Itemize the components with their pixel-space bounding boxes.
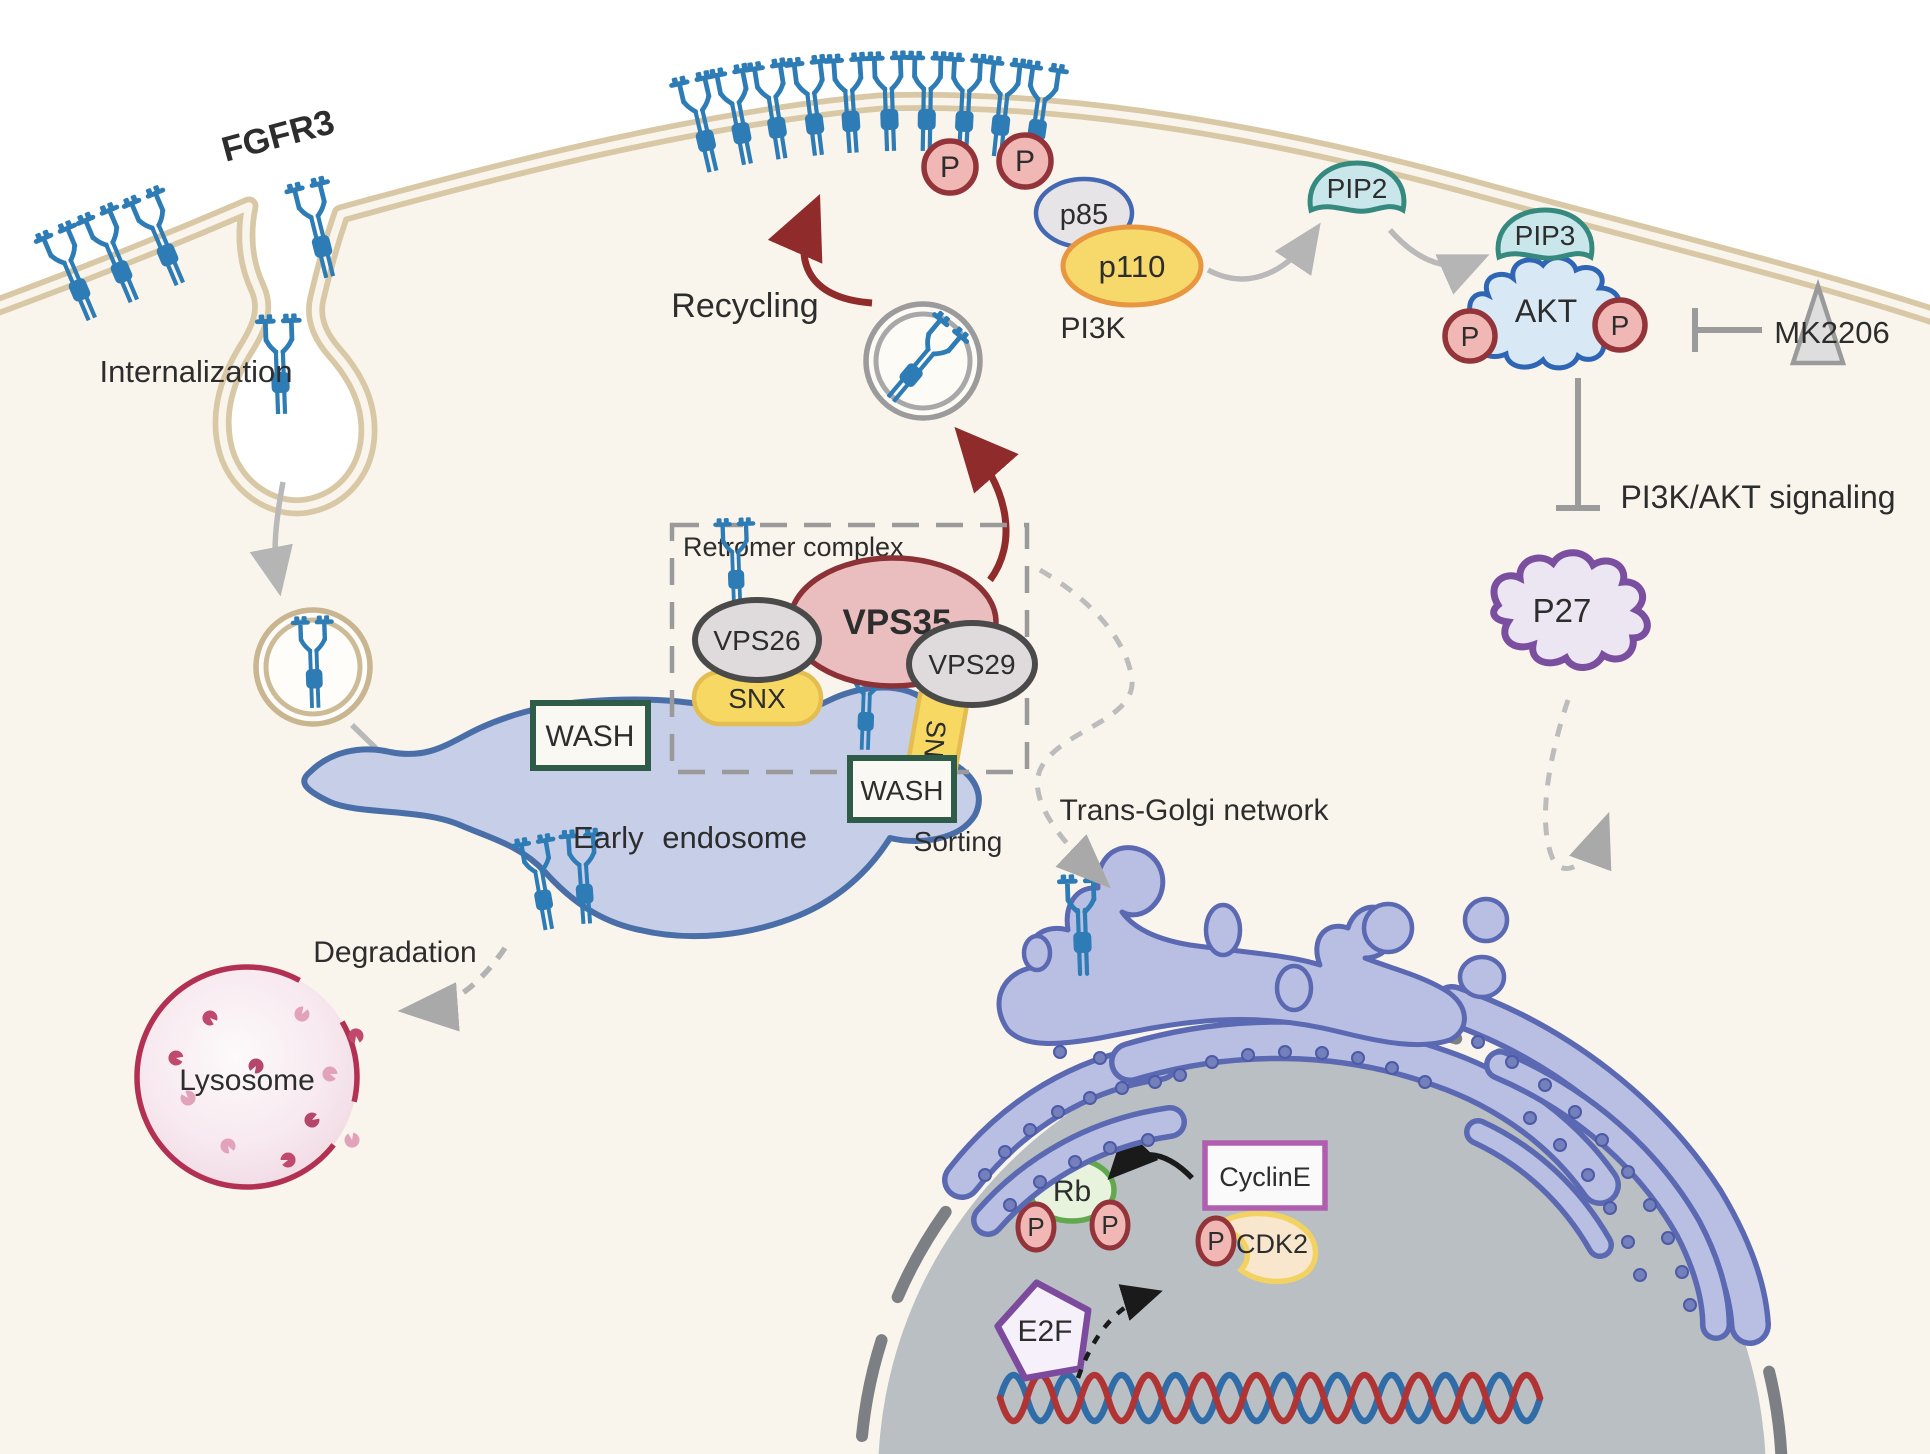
svg-text:P: P bbox=[1611, 310, 1630, 341]
akt-phospho-badges: P P bbox=[1442, 297, 1648, 364]
p85-label: p85 bbox=[1060, 199, 1108, 231]
plasma-membrane bbox=[0, 91, 1930, 517]
degradation-label: Degradation bbox=[313, 936, 476, 969]
recycling-arrow bbox=[767, 193, 873, 307]
pip2-to-pip3-arrow bbox=[1387, 228, 1490, 295]
pip2-label: PIP2 bbox=[1327, 173, 1388, 204]
cdk2-protein: CDK2 P bbox=[1195, 1210, 1319, 1285]
p27-dashed-arrow bbox=[1542, 699, 1612, 872]
mk2206-inhibitor: MK2206 bbox=[1692, 278, 1890, 366]
golgi-vesicles bbox=[1021, 896, 1510, 1013]
pi3k-complex: p85 p110 PI3K bbox=[1033, 176, 1204, 345]
mk2206-triangle-icon bbox=[1789, 278, 1847, 366]
golgi-apparatus bbox=[942, 845, 1771, 1346]
sorting-label: Sorting bbox=[914, 826, 1003, 857]
p110-label: p110 bbox=[1099, 249, 1166, 284]
vps29-label: VPS29 bbox=[928, 649, 1015, 680]
svg-text:P: P bbox=[1027, 1212, 1044, 1242]
mk2206-label: MK2206 bbox=[1774, 315, 1889, 350]
internalization-arrow bbox=[249, 481, 293, 597]
vps26-protein bbox=[692, 597, 822, 683]
pip3-label: PIP3 bbox=[1515, 220, 1576, 251]
cycline-label: CyclinE bbox=[1219, 1162, 1311, 1192]
mk2206-inhibition-tbar bbox=[1692, 308, 1762, 352]
wash-right-label: WASH bbox=[861, 775, 944, 806]
endocytic-vesicle bbox=[253, 607, 373, 727]
lysosome-label: Lysosome bbox=[179, 1064, 315, 1097]
pi3k-label: PI3K bbox=[1060, 312, 1125, 345]
retromer-complex: VPS35 VPS26 SNX SNX VPS29 bbox=[691, 517, 1038, 812]
cycline-to-rb-arrow bbox=[1107, 1127, 1194, 1180]
wash-complex-left: WASH bbox=[530, 700, 651, 771]
transcription-dashed-arrow bbox=[1075, 1284, 1163, 1379]
wash-left-label: WASH bbox=[546, 720, 635, 753]
pi3k-to-pip2-arrow bbox=[1206, 222, 1321, 282]
retromer-complex-box bbox=[669, 522, 1030, 775]
p110-subunit bbox=[1060, 224, 1204, 308]
pi3k-akt-signaling-label: PI3K/AKT signaling bbox=[1620, 479, 1895, 515]
svg-text:P: P bbox=[1015, 145, 1035, 178]
cdk2-label: CDK2 bbox=[1236, 1229, 1308, 1259]
early-endosome-label: Early endosome bbox=[573, 820, 807, 855]
dna-helix-icon bbox=[996, 1372, 1544, 1424]
trans-golgi-label: Trans-Golgi network bbox=[1060, 794, 1330, 827]
snx-left-label: SNX bbox=[728, 683, 786, 714]
retromer-to-golgi-dashed-arrow bbox=[1035, 567, 1135, 889]
akt-inhibition-tbar bbox=[1556, 378, 1600, 511]
internalization-label: Internalization bbox=[99, 354, 292, 389]
lysosome: Lysosome bbox=[134, 964, 365, 1190]
p27-label: P27 bbox=[1533, 592, 1592, 629]
retromer-complex-label: Retromer complex bbox=[683, 532, 904, 562]
wash-complex-right: WASH bbox=[847, 755, 957, 823]
degradation-dashed-arrow bbox=[397, 946, 508, 1032]
rb-phospho-badges: P P bbox=[1015, 1199, 1131, 1253]
vps26-label: VPS26 bbox=[713, 625, 800, 656]
retromer-to-vesicle-arrow bbox=[954, 426, 1019, 583]
p27-protein bbox=[1490, 549, 1651, 671]
svg-text:P: P bbox=[940, 151, 960, 184]
pip2-lipid bbox=[1307, 160, 1407, 214]
svg-text:P: P bbox=[1207, 1226, 1224, 1256]
membrane-phospho-badges: P P bbox=[921, 132, 1054, 196]
golgi-dots bbox=[978, 1035, 1697, 1312]
cycline-protein: CyclinE bbox=[1202, 1140, 1328, 1211]
svg-text:P: P bbox=[1461, 321, 1480, 352]
akt-label: AKT bbox=[1515, 293, 1577, 329]
e2f-label: E2F bbox=[1017, 1315, 1072, 1348]
svg-text:P: P bbox=[1101, 1210, 1118, 1240]
recycling-vesicle bbox=[863, 301, 983, 421]
recycling-label: Recycling bbox=[671, 287, 818, 325]
pip3-lipid bbox=[1495, 207, 1595, 261]
vps29-protein bbox=[906, 620, 1038, 708]
e2f-protein bbox=[994, 1279, 1092, 1382]
